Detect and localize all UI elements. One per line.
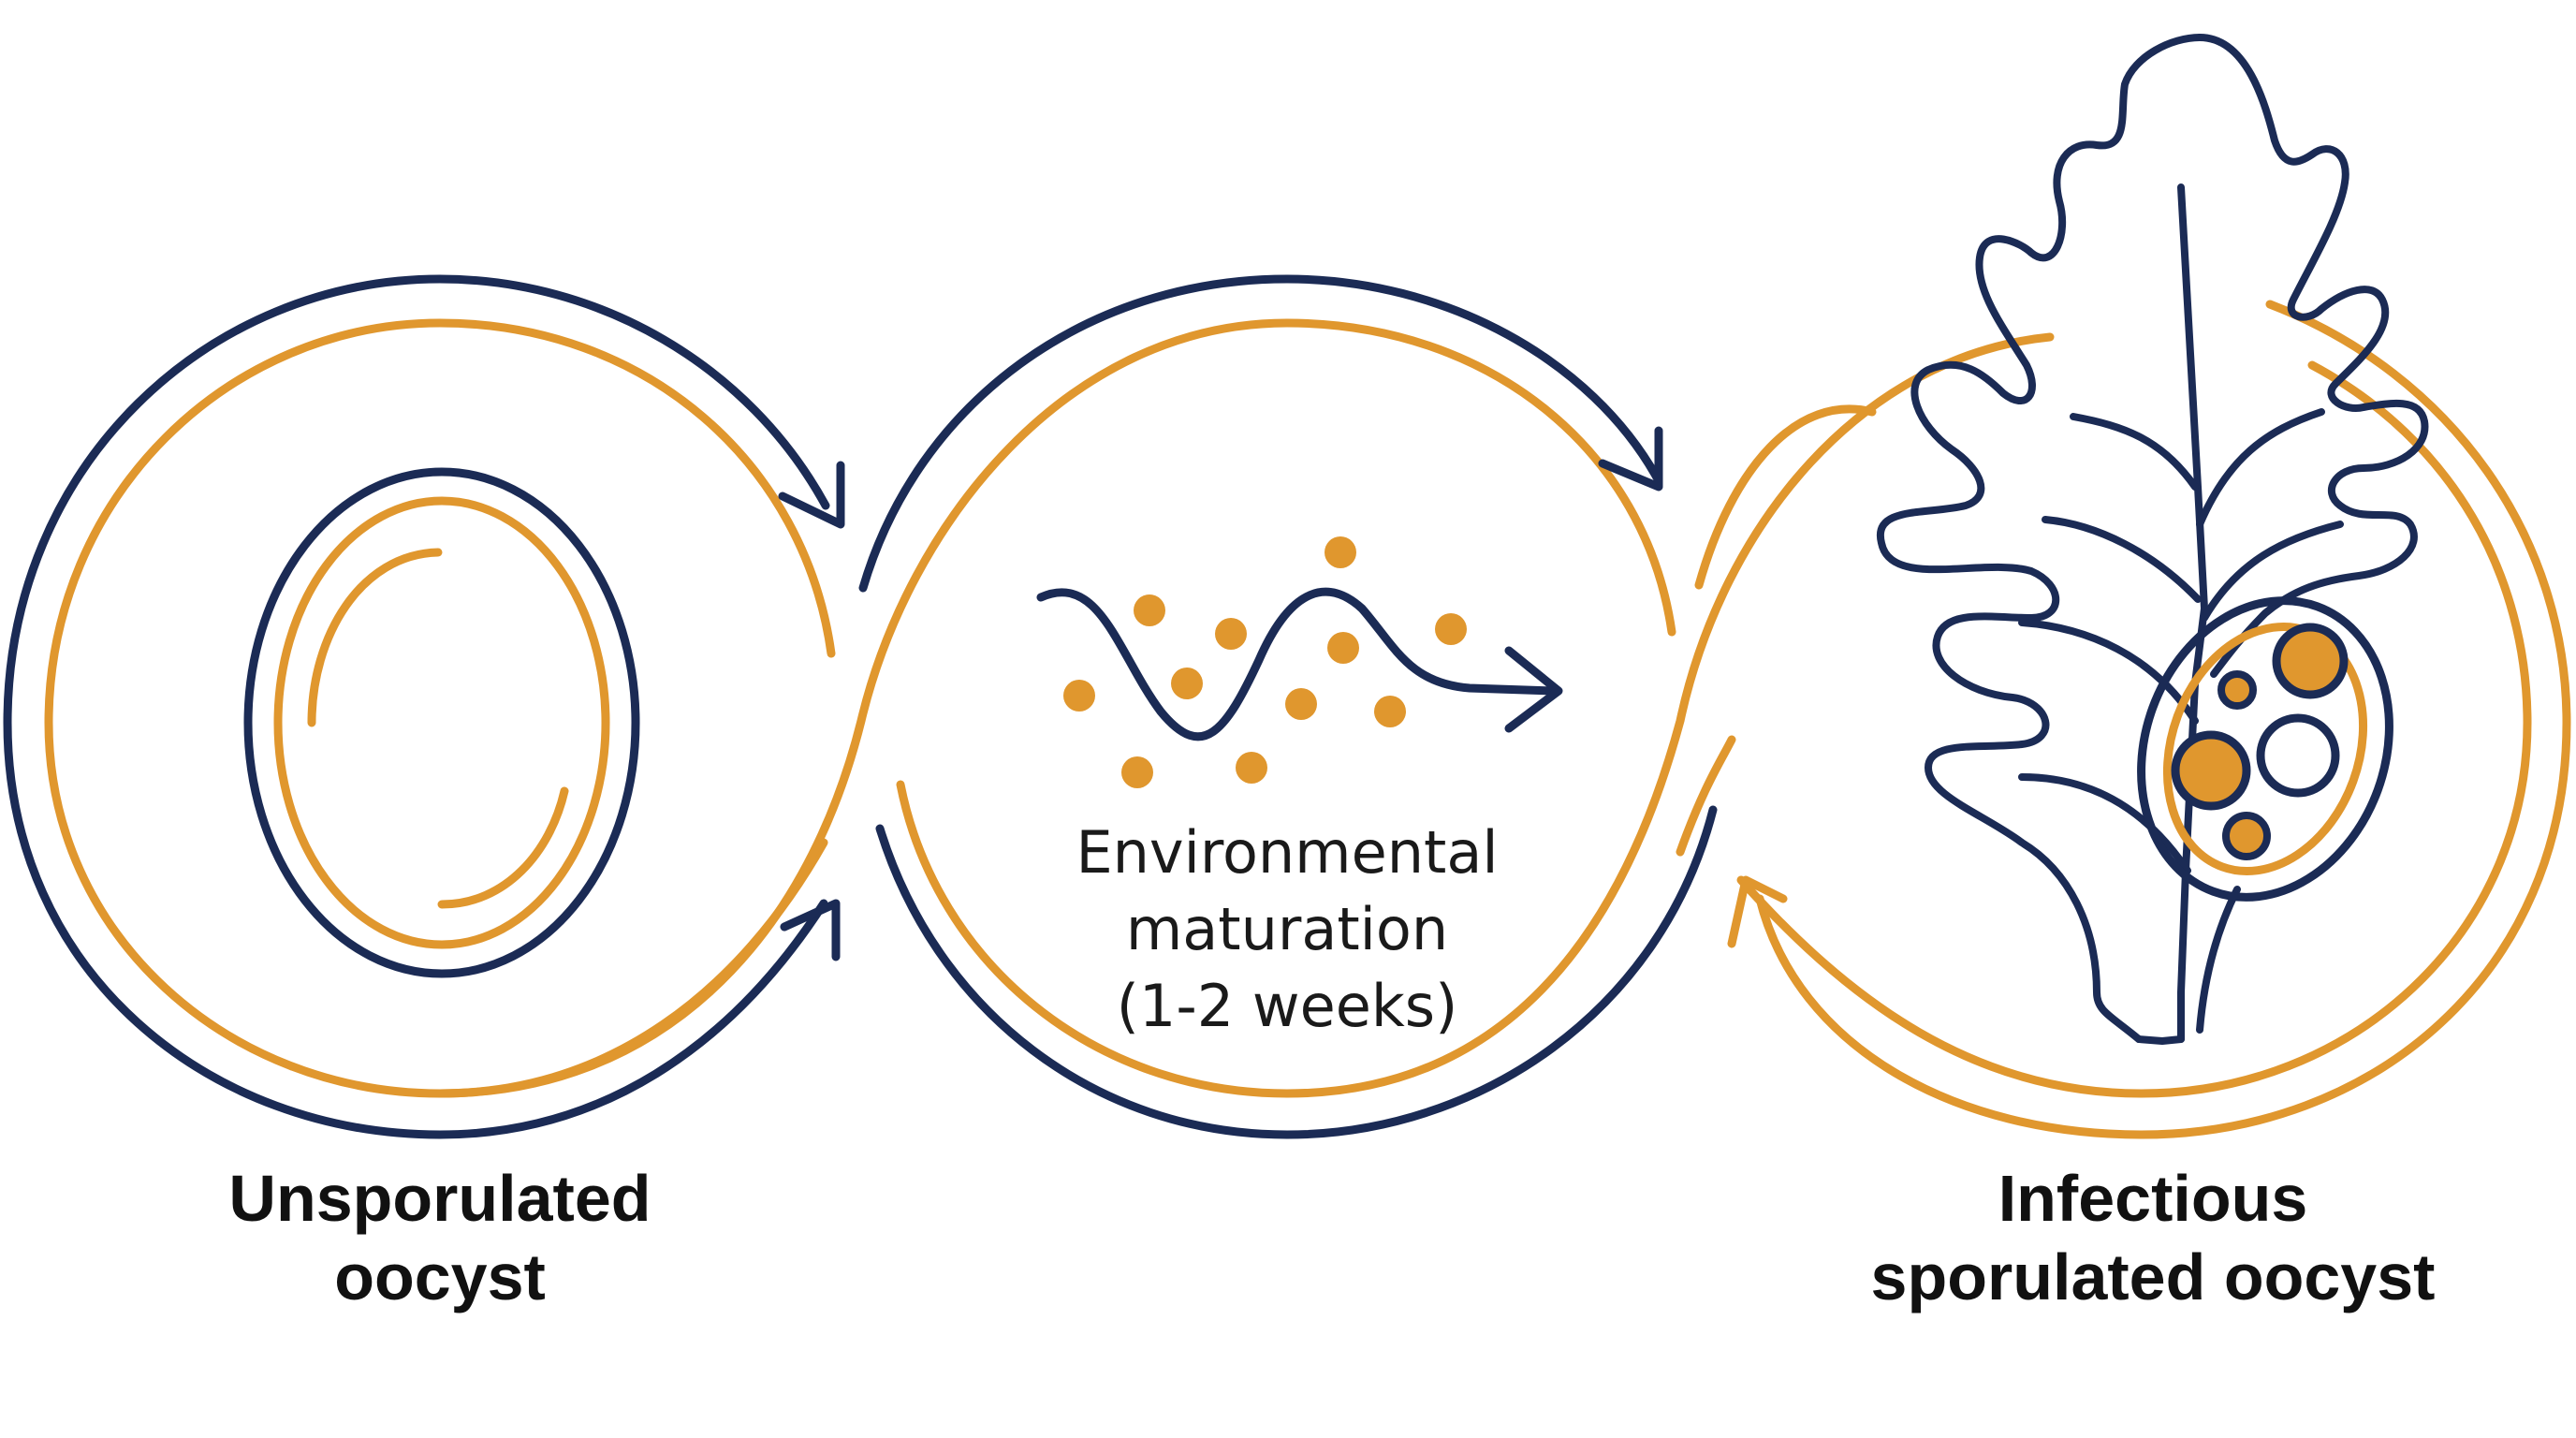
right-connector-s-curve	[1282, 332, 2055, 1098]
sporocyst-large-left	[2171, 730, 2251, 811]
middle-ring	[858, 274, 1718, 1139]
right-ring-outer-arc	[1755, 300, 2571, 1139]
left-bottom-arrowhead	[780, 899, 841, 961]
particle-wave-icon	[1036, 536, 1563, 788]
particle	[1134, 594, 1165, 626]
maturation-label-line-2: maturation	[1125, 895, 1449, 963]
middle-ring-inner-top-arc	[1282, 318, 1676, 637]
particle	[1374, 696, 1406, 727]
left-connector-s-curve	[435, 318, 1292, 1098]
sporocyst-large-top	[2272, 623, 2349, 699]
wave-arrowhead	[1504, 646, 1563, 733]
right-ring-left-arc	[1694, 404, 1877, 590]
wave-line	[1036, 587, 1559, 741]
sporocysts	[2171, 623, 2349, 860]
unsporulated-label: Unsporulated oocyst	[197, 1159, 683, 1316]
particle	[1236, 752, 1267, 784]
particle	[1325, 536, 1356, 568]
right-ring-lower-left-arc	[1676, 735, 1736, 857]
leaf-vein-left-4	[2018, 773, 2191, 874]
oocyst-outer-shell	[243, 467, 640, 978]
maturation-label: Environmental maturation (1-2 weeks)	[1006, 814, 1568, 1045]
right-ring	[1676, 300, 2571, 1139]
leaf-icon	[1876, 34, 2429, 1045]
particle	[1215, 618, 1247, 650]
particle	[1435, 613, 1467, 645]
oocyst-inner-arc-bottom	[437, 786, 569, 909]
left-ring-inner-arc	[44, 318, 836, 1098]
oocyst-inner-arc-top	[307, 548, 443, 727]
oocyst-egg-icon	[243, 467, 640, 978]
middle-top-arrowhead	[1598, 426, 1663, 492]
middle-ring-outer-bottom-arc	[875, 805, 1718, 1139]
particle	[1121, 756, 1153, 788]
sporulated-outer-shell	[2137, 596, 2393, 902]
unsporulated-label-line-2: oocyst	[334, 1240, 546, 1313]
leaf-outline	[1876, 34, 2203, 1043]
right-bottom-arrowhead	[1727, 875, 1788, 948]
left-top-arrowhead	[778, 461, 845, 529]
leaf-vein-left-3	[2018, 619, 2199, 725]
leaf-vein-right-2	[2201, 521, 2344, 622]
maturation-label-line-1: Environmental	[1076, 818, 1499, 887]
leaf-base-tip	[2135, 1035, 2185, 1045]
particle	[1063, 680, 1095, 712]
particle	[1327, 632, 1359, 664]
left-ring	[3, 274, 845, 1139]
unsporulated-label-line-1: Unsporulated	[228, 1162, 651, 1235]
middle-ring-inner-bottom-arc	[896, 780, 1292, 1098]
sporulated-label: Infectious sporulated oocyst	[1788, 1159, 2518, 1316]
sporulated-oocyst-icon	[2137, 596, 2393, 902]
sporocyst-small-bottom	[2222, 812, 2271, 860]
leaf-vein-right-1	[2196, 408, 2325, 528]
leaf-outline-right	[2196, 34, 2429, 678]
particle	[1171, 668, 1203, 699]
oocyst-inner-shell	[273, 496, 610, 949]
leaf-midrib	[2177, 183, 2208, 1043]
sporocyst-empty	[2256, 713, 2340, 798]
sporulated-label-line-2: sporulated oocyst	[1870, 1240, 2436, 1313]
right-ring-inner-arc	[1736, 360, 2532, 1098]
sporulated-label-line-1: Infectious	[1998, 1162, 2308, 1235]
middle-ring-outer-top-arc	[858, 274, 1661, 593]
maturation-particles	[1063, 536, 1467, 788]
leaf-vein-left-2	[2042, 516, 2202, 603]
maturation-label-line-3: (1-2 weeks)	[1116, 972, 1458, 1040]
leaf-vein-left-1	[2070, 413, 2199, 491]
leaf-stem-right	[2196, 886, 2241, 1034]
left-ring-outer-arc	[3, 274, 830, 1139]
particle	[1285, 688, 1317, 720]
sporocyst-small-top	[2217, 670, 2257, 710]
